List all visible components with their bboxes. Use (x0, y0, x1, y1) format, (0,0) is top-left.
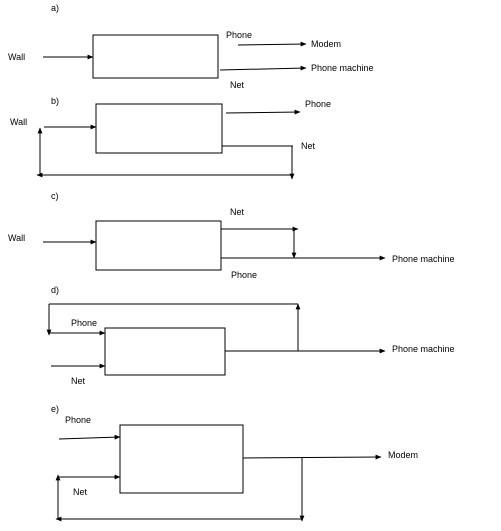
modem-label: Modem (388, 450, 418, 460)
phone-label: Phone (226, 30, 252, 40)
device-box (104, 327, 226, 376)
panel-c-label: c) (51, 191, 59, 201)
net-label: Net (230, 80, 245, 90)
net-label: Net (73, 487, 88, 497)
panel-d-label: d) (51, 285, 59, 295)
device-box (95, 103, 223, 154)
device-box (92, 34, 219, 79)
phone-label: Phone (305, 99, 331, 109)
phone-label: Phone (231, 270, 257, 280)
phone-output-arrow (225, 109, 301, 115)
net-label: Net (71, 376, 86, 386)
panel-e: e) Phone Modem Net (51, 404, 418, 522)
panel-d: d) Phone Net Phone machine (46, 285, 455, 386)
wall-label: Wall (8, 233, 25, 243)
phone-machine-label: Phone machine (392, 254, 455, 264)
wall-label: Wall (10, 117, 27, 127)
net-output-arrow (219, 65, 307, 71)
output-arrow (242, 454, 382, 460)
wall-label: Wall (8, 52, 25, 62)
panel-a-label: a) (51, 3, 59, 13)
phone-label: Phone (65, 415, 91, 425)
modem-label: Modem (311, 39, 341, 49)
panel-b: b) Wall Phone Net (10, 96, 331, 180)
panel-e-label: e) (51, 404, 59, 414)
phone-label: Phone (71, 318, 97, 328)
panel-c: c) Wall Net Phone machine Phone (8, 191, 455, 280)
phone-input-arrow (58, 434, 121, 440)
device-box (95, 220, 222, 271)
net-label: Net (230, 207, 245, 217)
phone-machine-label: Phone machine (311, 63, 374, 73)
device-box (119, 424, 244, 494)
phone-output-arrow (237, 41, 307, 47)
panel-a: a) Wall Phone Modem Phone machine Net (8, 3, 374, 90)
phone-machine-label: Phone machine (392, 344, 455, 354)
net-label: Net (301, 141, 316, 151)
panel-b-label: b) (51, 96, 59, 106)
